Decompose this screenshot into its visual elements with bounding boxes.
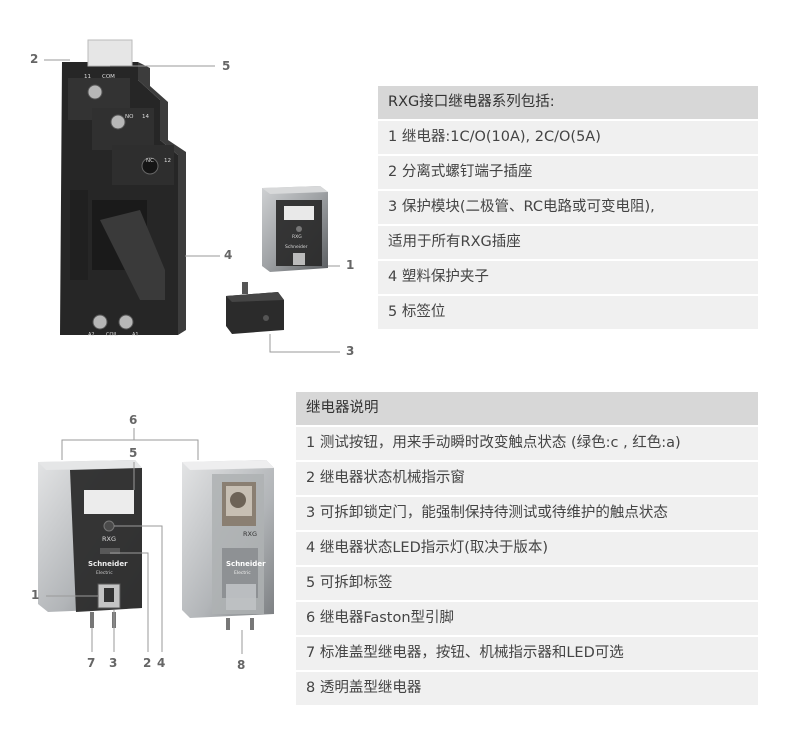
rxg-series-row: 5 标签位	[378, 296, 758, 329]
callout-4-top: 4	[224, 248, 233, 262]
terminal-coil-label: COIL	[106, 332, 118, 338]
terminal-a2-label: A2	[88, 332, 95, 338]
relay-description-row: 7 标准盖型继电器，按钮、机械指示器和LED可选	[296, 637, 758, 670]
terminal-12-label: 12	[164, 158, 171, 164]
relay-description-table: 继电器说明 1 测试按钮，用来手动瞬时改变触点状态 (绿色:c , 红色:a) …	[296, 392, 758, 707]
relay-description-header: 继电器说明	[296, 392, 758, 425]
callout-5-bottom: 5	[129, 446, 138, 460]
callout-8-bottom: 8	[237, 658, 246, 672]
relay-description-row: 3 可拆卸锁定门，能强制保持待测试或待维护的触点状态	[296, 497, 758, 530]
terminal-no-label: NO	[125, 114, 134, 120]
relay-small-model: RXG	[292, 234, 302, 240]
terminal-a1-label: A1	[132, 332, 139, 338]
callout-2-bottom: 2	[143, 656, 152, 670]
bottom-leader-lines	[46, 428, 243, 654]
relay-description-row: 4 继电器状态LED指示灯(取决于版本)	[296, 532, 758, 565]
standard-relay-model: RXG	[102, 535, 116, 543]
rxg-series-row: 1 继电器:1C/O(10A), 2C/O(5A)	[378, 121, 758, 154]
callout-4-bottom: 4	[157, 656, 166, 670]
rxg-series-table: RXG接口继电器系列包括: 1 继电器:1C/O(10A), 2C/O(5A) …	[378, 86, 758, 331]
relay-description-row: 2 继电器状态机械指示窗	[296, 462, 758, 495]
terminal-11-label: 11	[84, 74, 91, 80]
terminal-com-label: COM	[102, 74, 115, 80]
relay-description-row: 5 可拆卸标签	[296, 567, 758, 600]
terminal-nc-label: NC	[146, 158, 154, 164]
transparent-relay-illustration: RXG Schneider Electric	[182, 460, 274, 630]
standard-relay-brand-sub: Electric	[96, 570, 113, 576]
rxg-series-row: 4 塑料保护夹子	[378, 261, 758, 294]
transparent-relay-brand-sub: Electric	[234, 570, 251, 576]
relay-description-row: 1 测试按钮，用来手动瞬时改变触点状态 (绿色:c , 红色:a)	[296, 427, 758, 460]
rxg-series-row: 2 分离式螺钉端子插座	[378, 156, 758, 189]
transparent-relay-brand: Schneider	[226, 560, 266, 568]
socket-illustration: 11 COM NO 14 NC 12 A2 COIL A1	[60, 39, 186, 338]
callout-5-top: 5	[222, 59, 231, 73]
transparent-relay-model: RXG	[243, 530, 257, 538]
rxg-series-header: RXG接口继电器系列包括:	[378, 86, 758, 119]
protection-module-illustration	[226, 282, 284, 334]
callout-1-top: 1	[346, 258, 355, 272]
rxg-series-row: 3 保护模块(二极管、RC电路或可变电阻),	[378, 191, 758, 224]
callout-1-bottom: 1	[31, 588, 40, 602]
terminal-14-label: 14	[142, 114, 149, 120]
relay-description-row: 8 透明盖型继电器	[296, 672, 758, 705]
callout-6-bottom: 6	[129, 413, 138, 427]
relay-small-illustration: RXG Schneider	[262, 186, 328, 272]
callout-3-top: 3	[346, 344, 355, 358]
relay-small-brand: Schneider	[285, 244, 308, 250]
top-leader-lines	[44, 59, 340, 353]
rxg-series-row: 适用于所有RXG插座	[378, 226, 758, 259]
standard-relay-illustration: RXG Schneider Electric	[38, 460, 142, 628]
callout-7-bottom: 7	[87, 656, 96, 670]
callout-3-bottom: 3	[109, 656, 118, 670]
relay-description-row: 6 继电器Faston型引脚	[296, 602, 758, 635]
callout-2-top: 2	[30, 52, 39, 66]
standard-relay-brand: Schneider	[88, 560, 128, 568]
